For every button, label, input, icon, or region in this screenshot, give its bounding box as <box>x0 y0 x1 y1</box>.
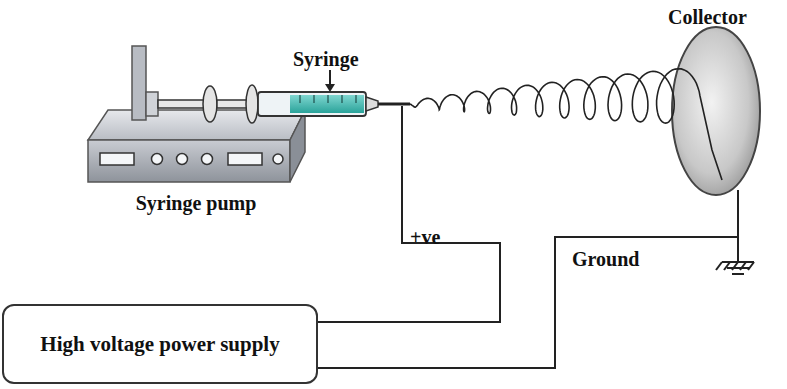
collector-plate <box>672 27 760 195</box>
collector-lead <box>737 190 739 262</box>
syringe-pump <box>88 110 305 182</box>
collector-label: Collector <box>668 6 747 28</box>
ground-label: Ground <box>572 248 639 270</box>
syringe-plunger <box>132 46 258 123</box>
power-supply-label: High voltage power supply <box>40 330 279 358</box>
syringe-pointer <box>325 70 335 92</box>
pump-label: Syringe pump <box>136 192 257 214</box>
ground-symbol <box>716 262 754 274</box>
ground-wire <box>318 237 738 368</box>
polarity-label: +ve <box>410 226 440 248</box>
syringe-label: Syringe <box>293 48 359 70</box>
syringe-barrel <box>258 92 410 116</box>
fibre-jet <box>410 69 722 180</box>
positive-wire <box>318 106 500 322</box>
power-supply-box: High voltage power supply <box>2 304 318 384</box>
